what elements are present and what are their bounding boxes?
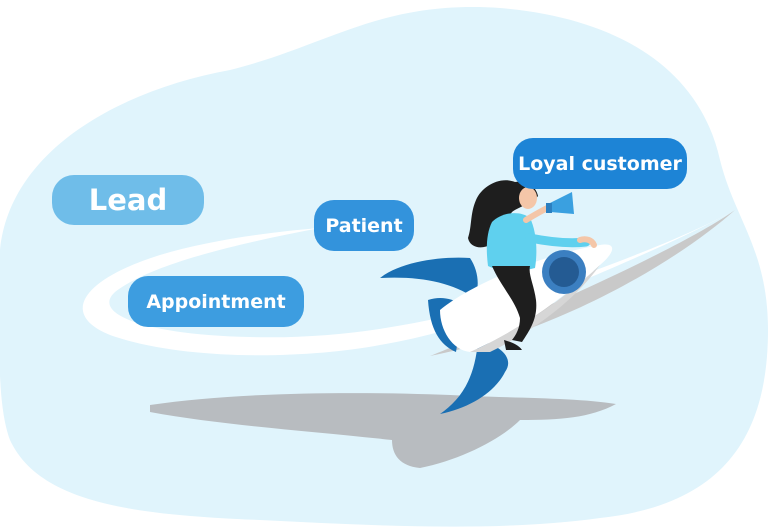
shoe (504, 340, 522, 350)
loyal-customer-label: Loyal customer (513, 138, 687, 189)
lead-label: Lead (52, 175, 204, 225)
rocket-bottom-fin (440, 340, 509, 414)
legs (492, 266, 537, 342)
rocket-trail (82, 210, 736, 356)
rocket-shadow (150, 393, 616, 468)
rocket-top-fin (380, 257, 478, 298)
background-blob (0, 7, 768, 527)
shirt (486, 213, 537, 271)
rocket-window (549, 257, 579, 287)
patient-label: Patient (314, 200, 414, 251)
face (519, 187, 537, 209)
appointment-label: Appointment (128, 276, 304, 327)
megaphone-handle (546, 203, 552, 213)
hand (577, 236, 597, 248)
megaphone-icon (548, 192, 574, 214)
